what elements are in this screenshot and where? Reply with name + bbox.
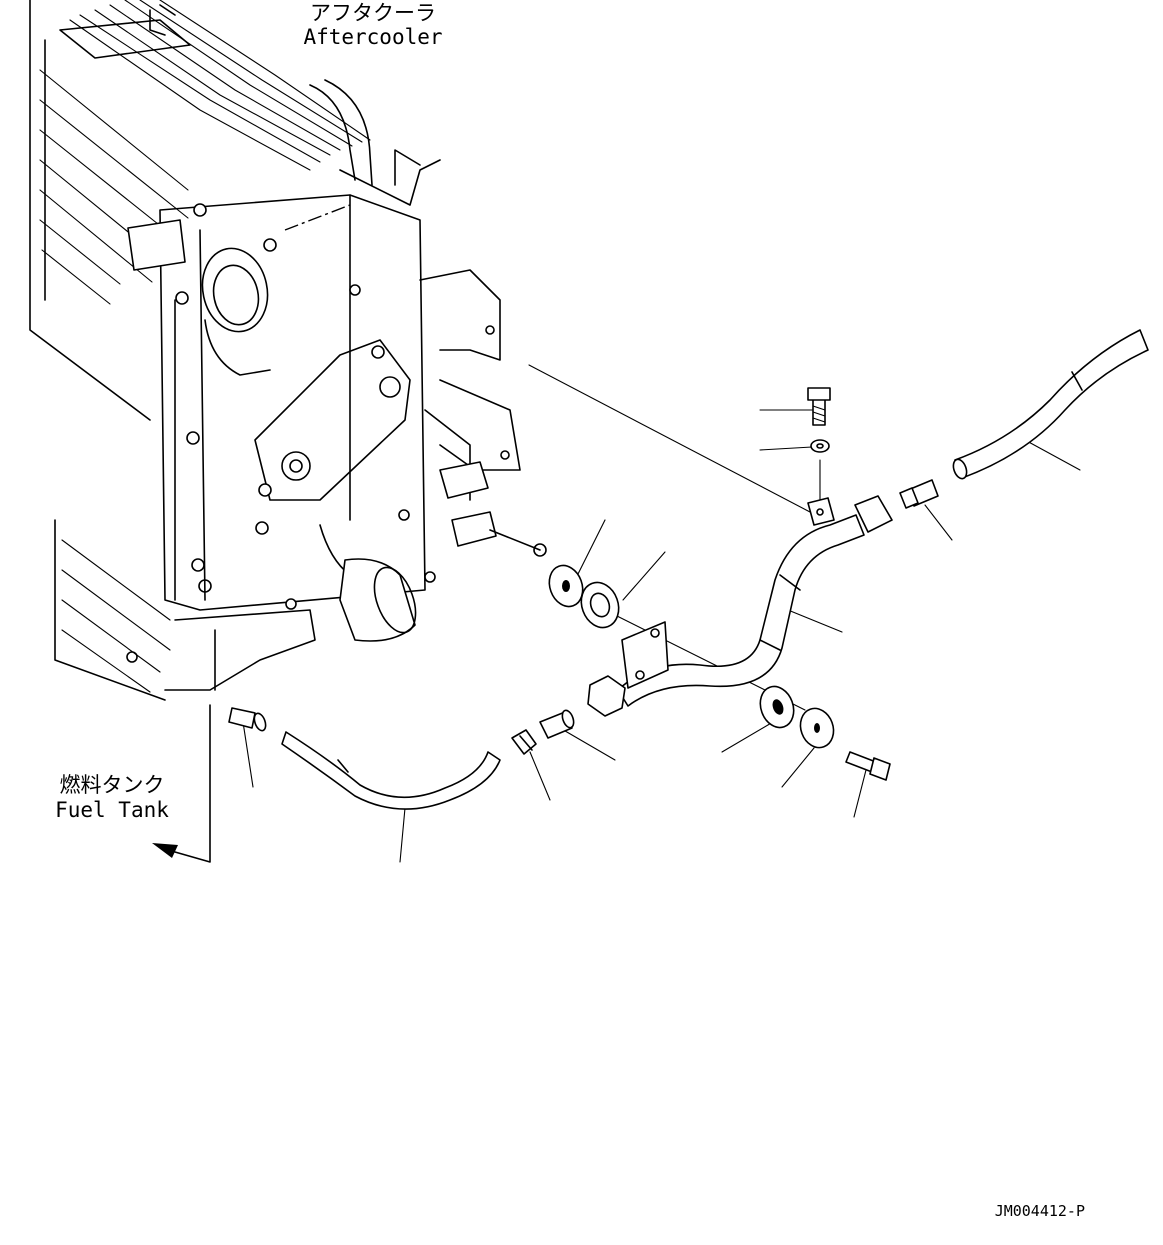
fuel-tank-label-jp: 燃料タンク [60,773,165,797]
spacer-washer-left [548,564,584,608]
aftercooler-label-en: Aftercooler [303,25,442,49]
hose-upper-right [952,329,1149,480]
grommet-left [580,581,620,629]
hose-lower [281,731,501,810]
fuel-tank-label-en: Fuel Tank [55,798,169,822]
aftercooler-assembly [29,0,547,701]
connector-fuel-tank [228,707,267,732]
fuel-pipe [587,495,893,717]
bolt-lower [845,751,891,781]
adapter-fitting-upper [899,479,939,509]
spacer-washer-right [799,707,835,749]
fuel-tank-arrow [152,704,211,863]
adapter-fitting-lower [539,709,575,739]
elbow-fitting [511,729,537,755]
drawing-number: JM004412-P [995,1202,1085,1220]
washer-small-upper [810,439,830,453]
aftercooler-label-jp: アフタクーラ [310,1,436,25]
bolt-upper [807,387,831,426]
grommet-right [759,685,795,729]
